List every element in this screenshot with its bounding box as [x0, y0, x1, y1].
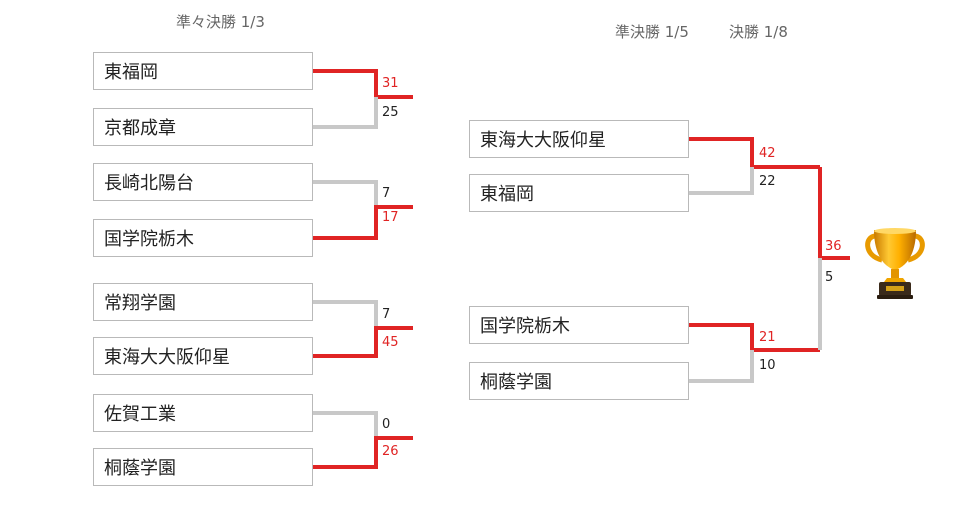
team-name: 桐蔭学園: [480, 372, 552, 393]
team-name: 桐蔭学園: [104, 458, 176, 479]
qf3-score-1: 7: [382, 307, 391, 322]
team-name: 東海大大阪仰星: [480, 130, 606, 151]
qf1-score-1: 31: [382, 76, 399, 91]
qf4-score-2: 26: [382, 444, 399, 459]
sf1-team-1[interactable]: 東海大大阪仰星: [469, 120, 689, 158]
sf2-score-1: 21: [759, 330, 776, 345]
qf4-team-1[interactable]: 佐賀工業: [93, 394, 313, 432]
qf3-score-2: 45: [382, 335, 399, 350]
bracket-line-qf2-top: [313, 180, 378, 207]
team-name: 東海大大阪仰星: [104, 347, 230, 368]
team-name: 長崎北陽台: [104, 173, 194, 194]
sf2-score-2: 10: [759, 358, 776, 373]
sf1-team-2[interactable]: 東福岡: [469, 174, 689, 212]
qf2-team-2[interactable]: 国学院栃木: [93, 219, 313, 257]
sf2-team-1[interactable]: 国学院栃木: [469, 306, 689, 344]
bracket-line-qf1-top: [313, 69, 413, 99]
sf2-team-2[interactable]: 桐蔭学園: [469, 362, 689, 400]
bracket-line-qf4-bottom: [313, 436, 413, 469]
bracket-line-sf1-bottom: [689, 167, 754, 195]
trophy-icon: [865, 228, 925, 299]
qf2-team-1[interactable]: 長崎北陽台: [93, 163, 313, 201]
team-name: 佐賀工業: [104, 404, 176, 425]
sf1-score-2: 22: [759, 174, 776, 189]
sf1-score-1: 42: [759, 146, 776, 161]
bracket-line-qf3-bottom: [313, 326, 413, 358]
qf1-score-2: 25: [382, 105, 399, 120]
qf4-team-2[interactable]: 桐蔭学園: [93, 448, 313, 486]
round-title-semifinal: 準決勝 1/5: [615, 23, 689, 41]
qf2-score-2: 17: [382, 210, 399, 225]
bracket-line-qf1-bottom: [313, 97, 378, 129]
team-name: 京都成章: [104, 118, 176, 139]
bracket-line-qf2-bottom: [313, 205, 413, 240]
round-title-final: 決勝 1/8: [729, 23, 788, 41]
team-name: 東福岡: [104, 62, 158, 83]
team-name: 国学院栃木: [480, 316, 570, 337]
bracket-line-sf2-bottom: [689, 350, 754, 383]
qf3-team-2[interactable]: 東海大大阪仰星: [93, 337, 313, 375]
qf3-team-1[interactable]: 常翔学園: [93, 283, 313, 321]
team-name: 常翔学園: [104, 293, 176, 314]
qf2-score-1: 7: [382, 186, 391, 201]
bracket-line-sf1-top: [689, 137, 820, 169]
qf1-team-2[interactable]: 京都成章: [93, 108, 313, 146]
bracket-line-qf3-top: [313, 300, 378, 328]
qf4-score-1: 0: [382, 417, 391, 432]
final-score-2: 5: [825, 270, 834, 285]
round-title-quarterfinal: 準々決勝 1/3: [176, 13, 265, 31]
qf1-team-1[interactable]: 東福岡: [93, 52, 313, 90]
team-name: 国学院栃木: [104, 229, 194, 250]
bracket-line-sf2-top: [689, 323, 820, 352]
team-name: 東福岡: [480, 184, 534, 205]
final-score-1: 36: [825, 239, 842, 254]
bracket-line-qf4-top: [313, 411, 378, 438]
